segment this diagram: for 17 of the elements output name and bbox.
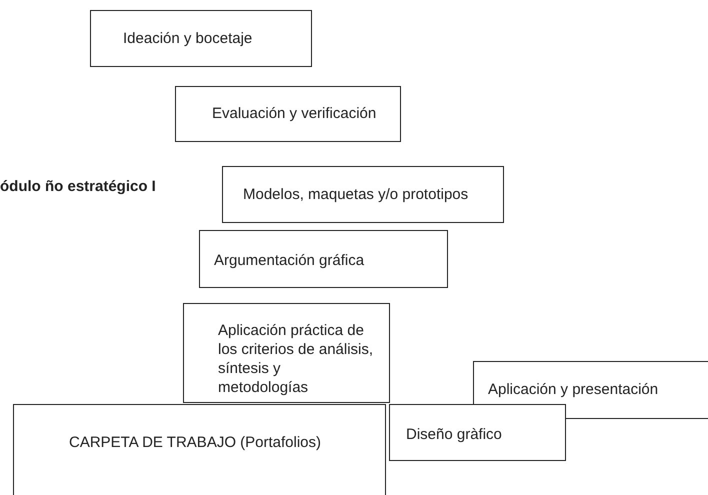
text-box: [222, 166, 504, 223]
heading-text: ódulo ño estratégico I: [0, 177, 157, 197]
text-box: [90, 10, 312, 67]
box-label: Aplicación y presentación: [488, 380, 658, 399]
text-box: [13, 404, 386, 495]
box-label: Modelos, maquetas y/o prototipos: [243, 185, 468, 204]
box-label: Argumentación gráfica: [214, 251, 364, 270]
text-box: [389, 404, 566, 461]
text-box: [199, 230, 448, 288]
box-label: Aplicación práctica de los criterios de análisis, síntesis y metodologías: [218, 321, 374, 397]
box-label: Ideación y bocetaje: [123, 29, 252, 48]
text-box: [175, 86, 401, 142]
box-label: Evaluación y verificación: [212, 104, 376, 123]
box-label: Diseño gràfico: [406, 425, 502, 444]
text-box: [183, 303, 390, 403]
text-box: [473, 361, 708, 419]
box-label: CARPETA DE TRABAJO (Portafolios): [69, 433, 322, 452]
